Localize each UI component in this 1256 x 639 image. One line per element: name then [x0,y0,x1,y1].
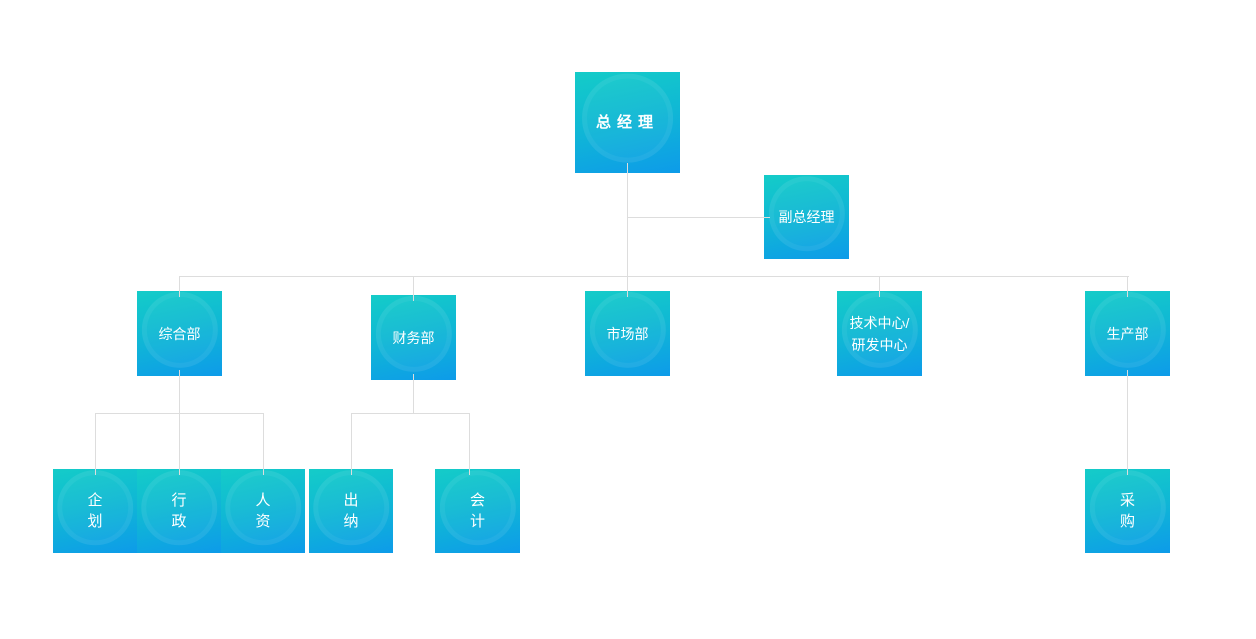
org-node-administration: 行 政 [137,469,221,553]
org-node-label: 财务部 [392,329,435,346]
connector-line [179,370,180,414]
org-node-production-department: 生产部 [1085,291,1170,376]
connector-line [351,413,470,414]
org-node-label: 采 购 [1119,492,1135,530]
connector-line [351,413,352,475]
org-node-label: 行 政 [171,492,187,530]
org-node-label: 技术中心/ 研发中心 [849,314,910,353]
org-node-finance-department: 财务部 [371,295,456,380]
connector-line [179,413,180,475]
connector-line [95,413,96,475]
connector-line [263,413,264,475]
org-node-general-department: 综合部 [137,291,222,376]
org-node-label: 企 划 [87,492,103,530]
org-node-human-resources: 人 资 [221,469,305,553]
org-node-tech-rd-center: 技术中心/ 研发中心 [837,291,922,376]
org-node-label: 市场部 [606,325,649,342]
org-node-label: 会 计 [469,492,485,530]
org-node-deputy-general-manager: 副总经理 [764,175,849,259]
connector-line [627,217,770,218]
org-node-label: 综合部 [158,325,201,342]
connector-line [95,413,264,414]
org-node-label: 人 资 [255,492,271,530]
org-node-marketing-department: 市场部 [585,291,670,376]
org-node-label: 出 纳 [343,492,359,530]
org-node-cashier: 出 纳 [309,469,393,553]
org-node-planning: 企 划 [53,469,137,553]
org-node-accounting: 会 计 [435,469,520,553]
org-node-label: 总经理 [595,113,659,131]
connector-line [627,163,628,277]
connector-line [179,276,1129,277]
connector-line [469,413,470,475]
org-node-procurement: 采 购 [1085,469,1170,553]
org-node-general-manager: 总经理 [575,72,680,173]
connector-line [1127,370,1128,475]
org-node-label: 生产部 [1106,325,1149,342]
org-node-label: 副总经理 [778,209,835,225]
connector-line [413,374,414,414]
